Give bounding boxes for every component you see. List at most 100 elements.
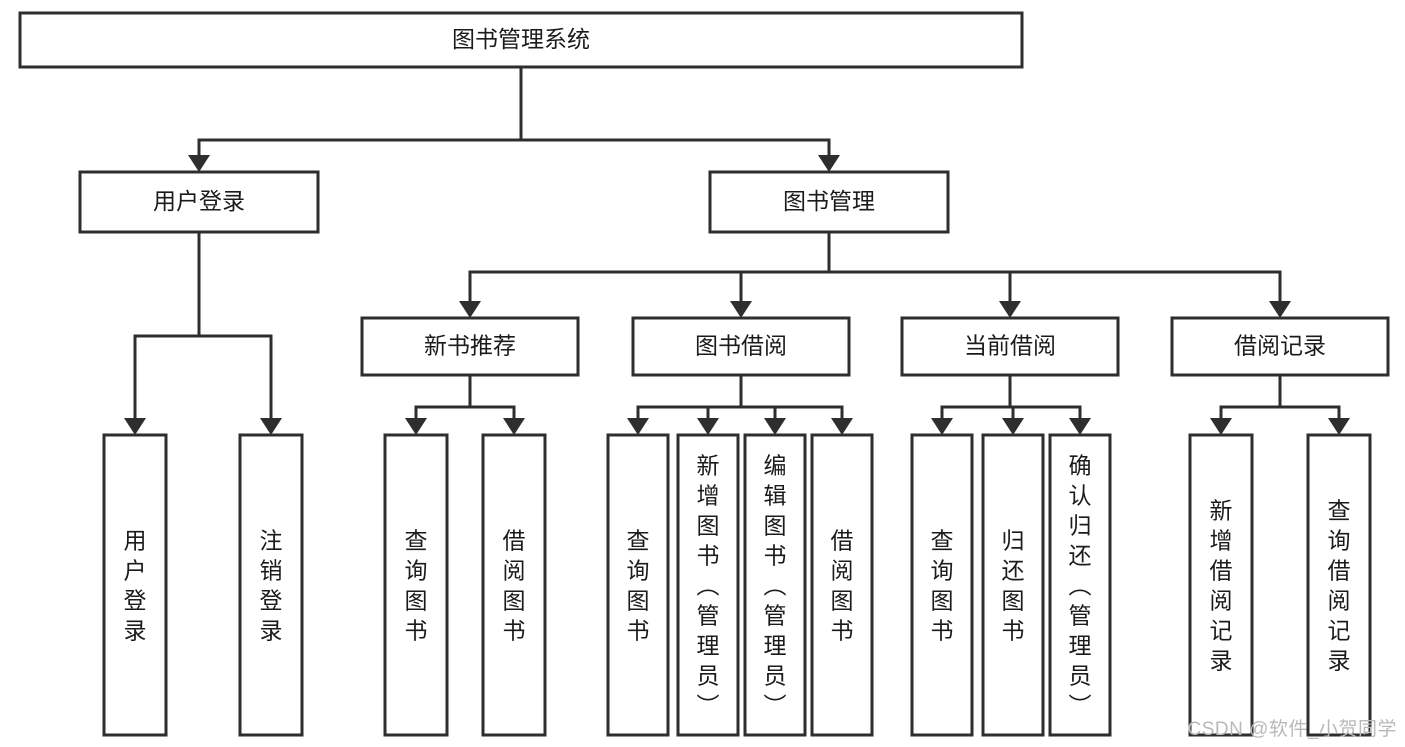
connector-l2_current_borrow-to-leaf_return_book [1002, 375, 1024, 435]
node-box-leaf-add-record[interactable] [1188, 433, 1254, 737]
node-l1-book-manage[interactable]: 图书管理 [708, 170, 950, 234]
node-leaf-logout[interactable]: 注销登录 [238, 433, 304, 737]
node-box-leaf-user-login[interactable] [102, 433, 168, 737]
arrow-head-icon [1002, 418, 1024, 435]
arrow-head-icon [931, 418, 953, 435]
node-label-l1-book-manage: 图书管理 [783, 188, 875, 214]
node-label-l2-book-borrow: 图书借阅 [695, 333, 787, 359]
arrow-head-icon [1328, 418, 1350, 435]
node-l1-user-login[interactable]: 用户登录 [78, 170, 320, 234]
node-l2-borrow-record[interactable]: 借阅记录 [1170, 316, 1390, 377]
arrow-head-icon [188, 155, 210, 172]
arrow-head-icon [831, 418, 853, 435]
node-label-leaf-user-login: 用户登录 [124, 527, 147, 643]
arrow-head-icon [503, 418, 525, 435]
arrow-head-icon [627, 418, 649, 435]
node-label-leaf-query-record: 查询借阅记录 [1328, 497, 1351, 673]
connector-l1_book_manage-to-l2_borrow_record [827, 232, 1291, 318]
node-label-leaf-edit-book: 编辑图书︵管理员︶ [764, 452, 787, 718]
arrow-head-icon [459, 301, 481, 318]
node-box-leaf-query-book-br[interactable] [606, 433, 670, 737]
node-box-l2-current-borrow[interactable] [900, 316, 1120, 377]
arrow-head-icon [730, 301, 752, 318]
connector-l1_book_manage-to-l2_new_book_rec [459, 232, 831, 318]
node-label-leaf-query-book-cb: 查询图书 [931, 527, 954, 643]
node-leaf-user-login[interactable]: 用户登录 [102, 433, 168, 737]
node-leaf-return-book[interactable]: 归还图书 [981, 433, 1045, 737]
arrow-head-icon [764, 418, 786, 435]
node-box-leaf-confirm-return[interactable] [1048, 433, 1112, 737]
connector-l2_book_borrow-to-leaf_add_book [697, 375, 743, 435]
connector-root-to-l1_book_manage [519, 67, 840, 172]
node-box-l1-book-manage[interactable] [708, 170, 950, 234]
node-box-root[interactable] [18, 11, 1024, 69]
node-box-l2-book-borrow[interactable] [631, 316, 851, 377]
node-leaf-borrow-book-rec[interactable]: 借阅图书 [481, 433, 547, 737]
node-layer: 图书管理系统用户登录图书管理新书推荐图书借阅当前借阅借阅记录用户登录注销登录查询… [18, 11, 1390, 737]
node-label-leaf-borrow-book-rec: 借阅图书 [503, 527, 526, 643]
connector-l2_book_borrow-to-leaf_query_book_br [627, 375, 743, 435]
connector-root-to-l1_user_login [188, 67, 523, 172]
arrow-head-icon [260, 418, 282, 435]
node-l2-current-borrow[interactable]: 当前借阅 [900, 316, 1120, 377]
arrow-head-icon [818, 155, 840, 172]
node-leaf-borrow-book-br[interactable]: 借阅图书 [810, 433, 874, 737]
node-label-l1-user-login: 用户登录 [153, 188, 245, 214]
node-label-leaf-confirm-return: 确认归还︵管理员︶ [1069, 452, 1092, 718]
node-leaf-query-record[interactable]: 查询借阅记录 [1306, 433, 1372, 737]
node-box-l1-user-login[interactable] [78, 170, 320, 234]
connector-l2_book_borrow-to-leaf_borrow_book_br [739, 375, 853, 435]
connector-l1_user_login-to-leaf_user_login [124, 232, 201, 435]
node-label-root: 图书管理系统 [452, 26, 590, 52]
connector-l2_book_borrow-to-leaf_edit_book [739, 375, 786, 435]
node-box-leaf-query-book-rec[interactable] [383, 433, 449, 737]
connector-l1_book_manage-to-l2_book_borrow [730, 232, 831, 318]
node-label-leaf-query-book-rec: 查询图书 [405, 527, 428, 643]
node-leaf-confirm-return[interactable]: 确认归还︵管理员︶ [1048, 433, 1112, 737]
node-label-l2-new-book-rec: 新书推荐 [424, 333, 516, 359]
connector-l1_book_manage-to-l2_current_borrow [827, 232, 1021, 318]
node-leaf-add-record[interactable]: 新增借阅记录 [1188, 433, 1254, 737]
node-box-leaf-edit-book[interactable] [743, 433, 807, 737]
arrow-head-icon [124, 418, 146, 435]
connector-l2_current_borrow-to-leaf_query_book_cb [931, 375, 1012, 435]
node-box-leaf-add-book[interactable] [676, 433, 740, 737]
node-leaf-query-book-br[interactable]: 查询图书 [606, 433, 670, 737]
arrow-head-icon [1210, 418, 1232, 435]
node-box-leaf-borrow-book-rec[interactable] [481, 433, 547, 737]
connector-l2_borrow_record-to-leaf_add_record [1210, 375, 1282, 435]
node-box-leaf-logout[interactable] [238, 433, 304, 737]
node-label-l2-current-borrow: 当前借阅 [964, 333, 1056, 359]
connector-l2_borrow_record-to-leaf_query_record [1278, 375, 1350, 435]
connector-layer [124, 67, 1350, 435]
node-root[interactable]: 图书管理系统 [18, 11, 1024, 69]
node-box-leaf-borrow-book-br[interactable] [810, 433, 874, 737]
arrow-head-icon [697, 418, 719, 435]
node-box-l2-borrow-record[interactable] [1170, 316, 1390, 377]
connector-l2_new_book_rec-to-leaf_query_book_rec [405, 375, 472, 435]
connector-l2_current_borrow-to-leaf_confirm_return [1008, 375, 1091, 435]
arrow-head-icon [1069, 418, 1091, 435]
node-leaf-add-book[interactable]: 新增图书︵管理员︶ [676, 433, 740, 737]
node-box-l2-new-book-rec[interactable] [360, 316, 580, 377]
node-label-leaf-borrow-book-br: 借阅图书 [831, 527, 854, 643]
node-l2-book-borrow[interactable]: 图书借阅 [631, 316, 851, 377]
connector-l1_user_login-to-leaf_logout [197, 232, 282, 435]
arrow-head-icon [1269, 301, 1291, 318]
node-box-leaf-query-record[interactable] [1306, 433, 1372, 737]
node-box-leaf-return-book[interactable] [981, 433, 1045, 737]
node-l2-new-book-rec[interactable]: 新书推荐 [360, 316, 580, 377]
node-label-leaf-add-record: 新增借阅记录 [1210, 497, 1233, 673]
node-leaf-edit-book[interactable]: 编辑图书︵管理员︶ [743, 433, 807, 737]
arrow-head-icon [999, 301, 1021, 318]
node-box-leaf-query-book-cb[interactable] [910, 433, 974, 737]
connector-l2_new_book_rec-to-leaf_borrow_book_rec [468, 375, 525, 435]
node-leaf-query-book-cb[interactable]: 查询图书 [910, 433, 974, 737]
node-label-leaf-query-book-br: 查询图书 [627, 527, 650, 643]
arrow-head-icon [405, 418, 427, 435]
node-label-leaf-add-book: 新增图书︵管理员︶ [697, 452, 720, 718]
node-label-leaf-logout: 注销登录 [260, 527, 283, 643]
node-leaf-query-book-rec[interactable]: 查询图书 [383, 433, 449, 737]
node-label-l2-borrow-record: 借阅记录 [1234, 333, 1326, 359]
